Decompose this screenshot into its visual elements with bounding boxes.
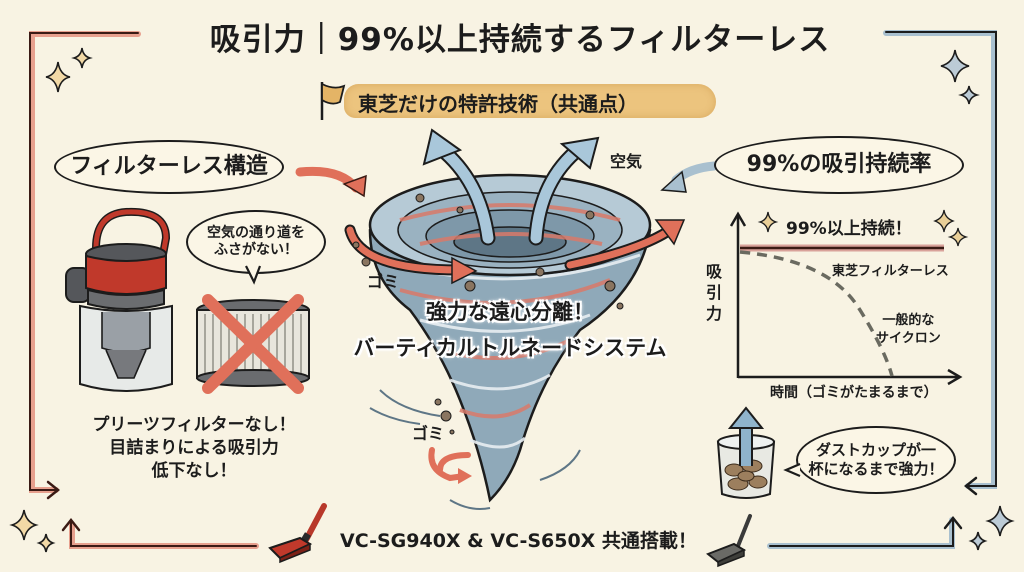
dust-label-lower: ゴミ (412, 424, 445, 443)
subtitle-text: 東芝だけの特許技術（共通点） (358, 92, 638, 116)
suction-retention-label: 99%の吸引持続率 (746, 152, 932, 178)
flag-icon (320, 82, 346, 120)
filterless-structure-label: フィルターレス構造 (70, 154, 268, 180)
suction-retention-bubble: 99%の吸引持続率 (714, 136, 964, 194)
dust-cup-speech-bubble: ダストカップが一 杯になるまで強力！ (796, 426, 956, 494)
airflow-speech-bubble: 空気の通り道を ふさがない！ (186, 210, 326, 274)
air-label: 空気 (610, 152, 643, 171)
chart-title: 99%以上持続！ (786, 219, 912, 239)
dust-cup-bubble-line2: 杯になるまで強力！ (808, 460, 944, 478)
pleated-filter-crossed-icon (196, 294, 310, 394)
centrifugal-headline: 強力な遠心分離！ バーティカルトルネードシステム (340, 296, 680, 362)
airflow-bubble-line1: 空気の通り道を (207, 224, 305, 241)
bubble-tail (245, 265, 262, 285)
chart-ylabel: 吸引力 (706, 262, 723, 323)
left-caption: プリーツフィルターなし！ 目詰まりによる吸引力 低下なし！ (64, 414, 324, 483)
tornado-illustration (344, 128, 686, 510)
filterless-structure-bubble: フィルターレス構造 (54, 140, 284, 194)
cyclone-dust-unit-icon (65, 207, 173, 392)
suction-chart (729, 209, 969, 386)
dust-label-upper: ゴミ (367, 272, 400, 291)
page-title: 吸引力｜99%以上持続するフィルターレス (209, 22, 831, 58)
sparkle-icon (45, 47, 93, 93)
chart-series-toshiba-label: 東芝フィルターレス (832, 264, 949, 279)
bubble-tail (783, 462, 801, 478)
dust-cup-icon (716, 406, 776, 499)
chart-xlabel: 時間（ゴミがたまるまで） (770, 385, 938, 401)
cross-mark-icon (202, 294, 304, 394)
airflow-bubble-line2: ふさがない！ (214, 242, 298, 258)
banner-background (344, 84, 716, 118)
subtitle-banner: 東芝だけの特許技術（共通点） (314, 78, 724, 122)
left-caption-line1: プリーツフィルターなし！ (92, 415, 296, 435)
models-footer-text: VC-SG940X & VC-S650X 共通搭載！ (340, 530, 697, 552)
gray-floor-head-icon (706, 514, 752, 568)
left-caption-line2: 目詰まりによる吸引力 (109, 437, 279, 458)
red-floor-head-icon (268, 503, 327, 564)
headline-line1: 強力な遠心分離！ (426, 300, 594, 324)
chart-series-cyclone-label: 一般的なサイクロン (876, 313, 941, 346)
dust-cup-bubble-line1: ダストカップが一 (815, 441, 936, 460)
left-caption-line3: 低下なし！ (151, 460, 237, 481)
headline-line2: バーティカルトルネードシステム (353, 336, 667, 360)
